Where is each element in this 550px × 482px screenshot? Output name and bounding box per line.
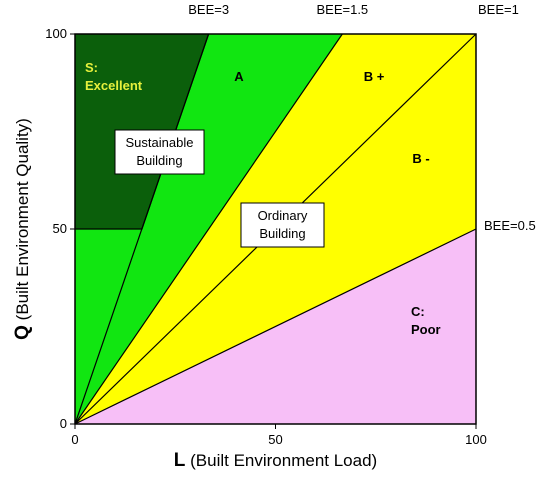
- y-axis-label: Q (Built Environment Quality): [12, 118, 33, 340]
- region-label-a: A: [234, 69, 244, 84]
- region-label-c: C:Poor: [411, 304, 441, 337]
- annotation-box-sustainable: [114, 129, 205, 175]
- region-label-bplus: B +: [364, 69, 385, 84]
- region-s-boundary: [75, 33, 210, 230]
- region-label-s: S:Excellent: [85, 60, 143, 93]
- bee-label-0: BEE=3: [188, 2, 229, 17]
- region-label-bminus: B -: [412, 151, 429, 166]
- y-tick-label-1: 50: [53, 221, 67, 236]
- x-tick-label-2: 100: [465, 432, 487, 447]
- bee-line-1: [74, 33, 343, 425]
- axis-ticks: 0 50 100 0 50 100: [45, 26, 487, 447]
- x-axis-label: L (Built Environment Load): [174, 450, 377, 471]
- bee-line-3: [74, 228, 477, 425]
- bee-label-3: BEE=0.5: [484, 218, 536, 233]
- annotation-box-ordinary: [240, 202, 325, 248]
- y-tick-label-2: 100: [45, 26, 67, 41]
- x-tick-label-1: 50: [268, 432, 282, 447]
- bee-label-1: BEE=1.5: [316, 2, 368, 17]
- bee-label-2: BEE=1: [478, 2, 519, 17]
- bee-lines: [74, 33, 477, 425]
- y-tick-label-0: 0: [60, 416, 67, 431]
- x-tick-label-0: 0: [71, 432, 78, 447]
